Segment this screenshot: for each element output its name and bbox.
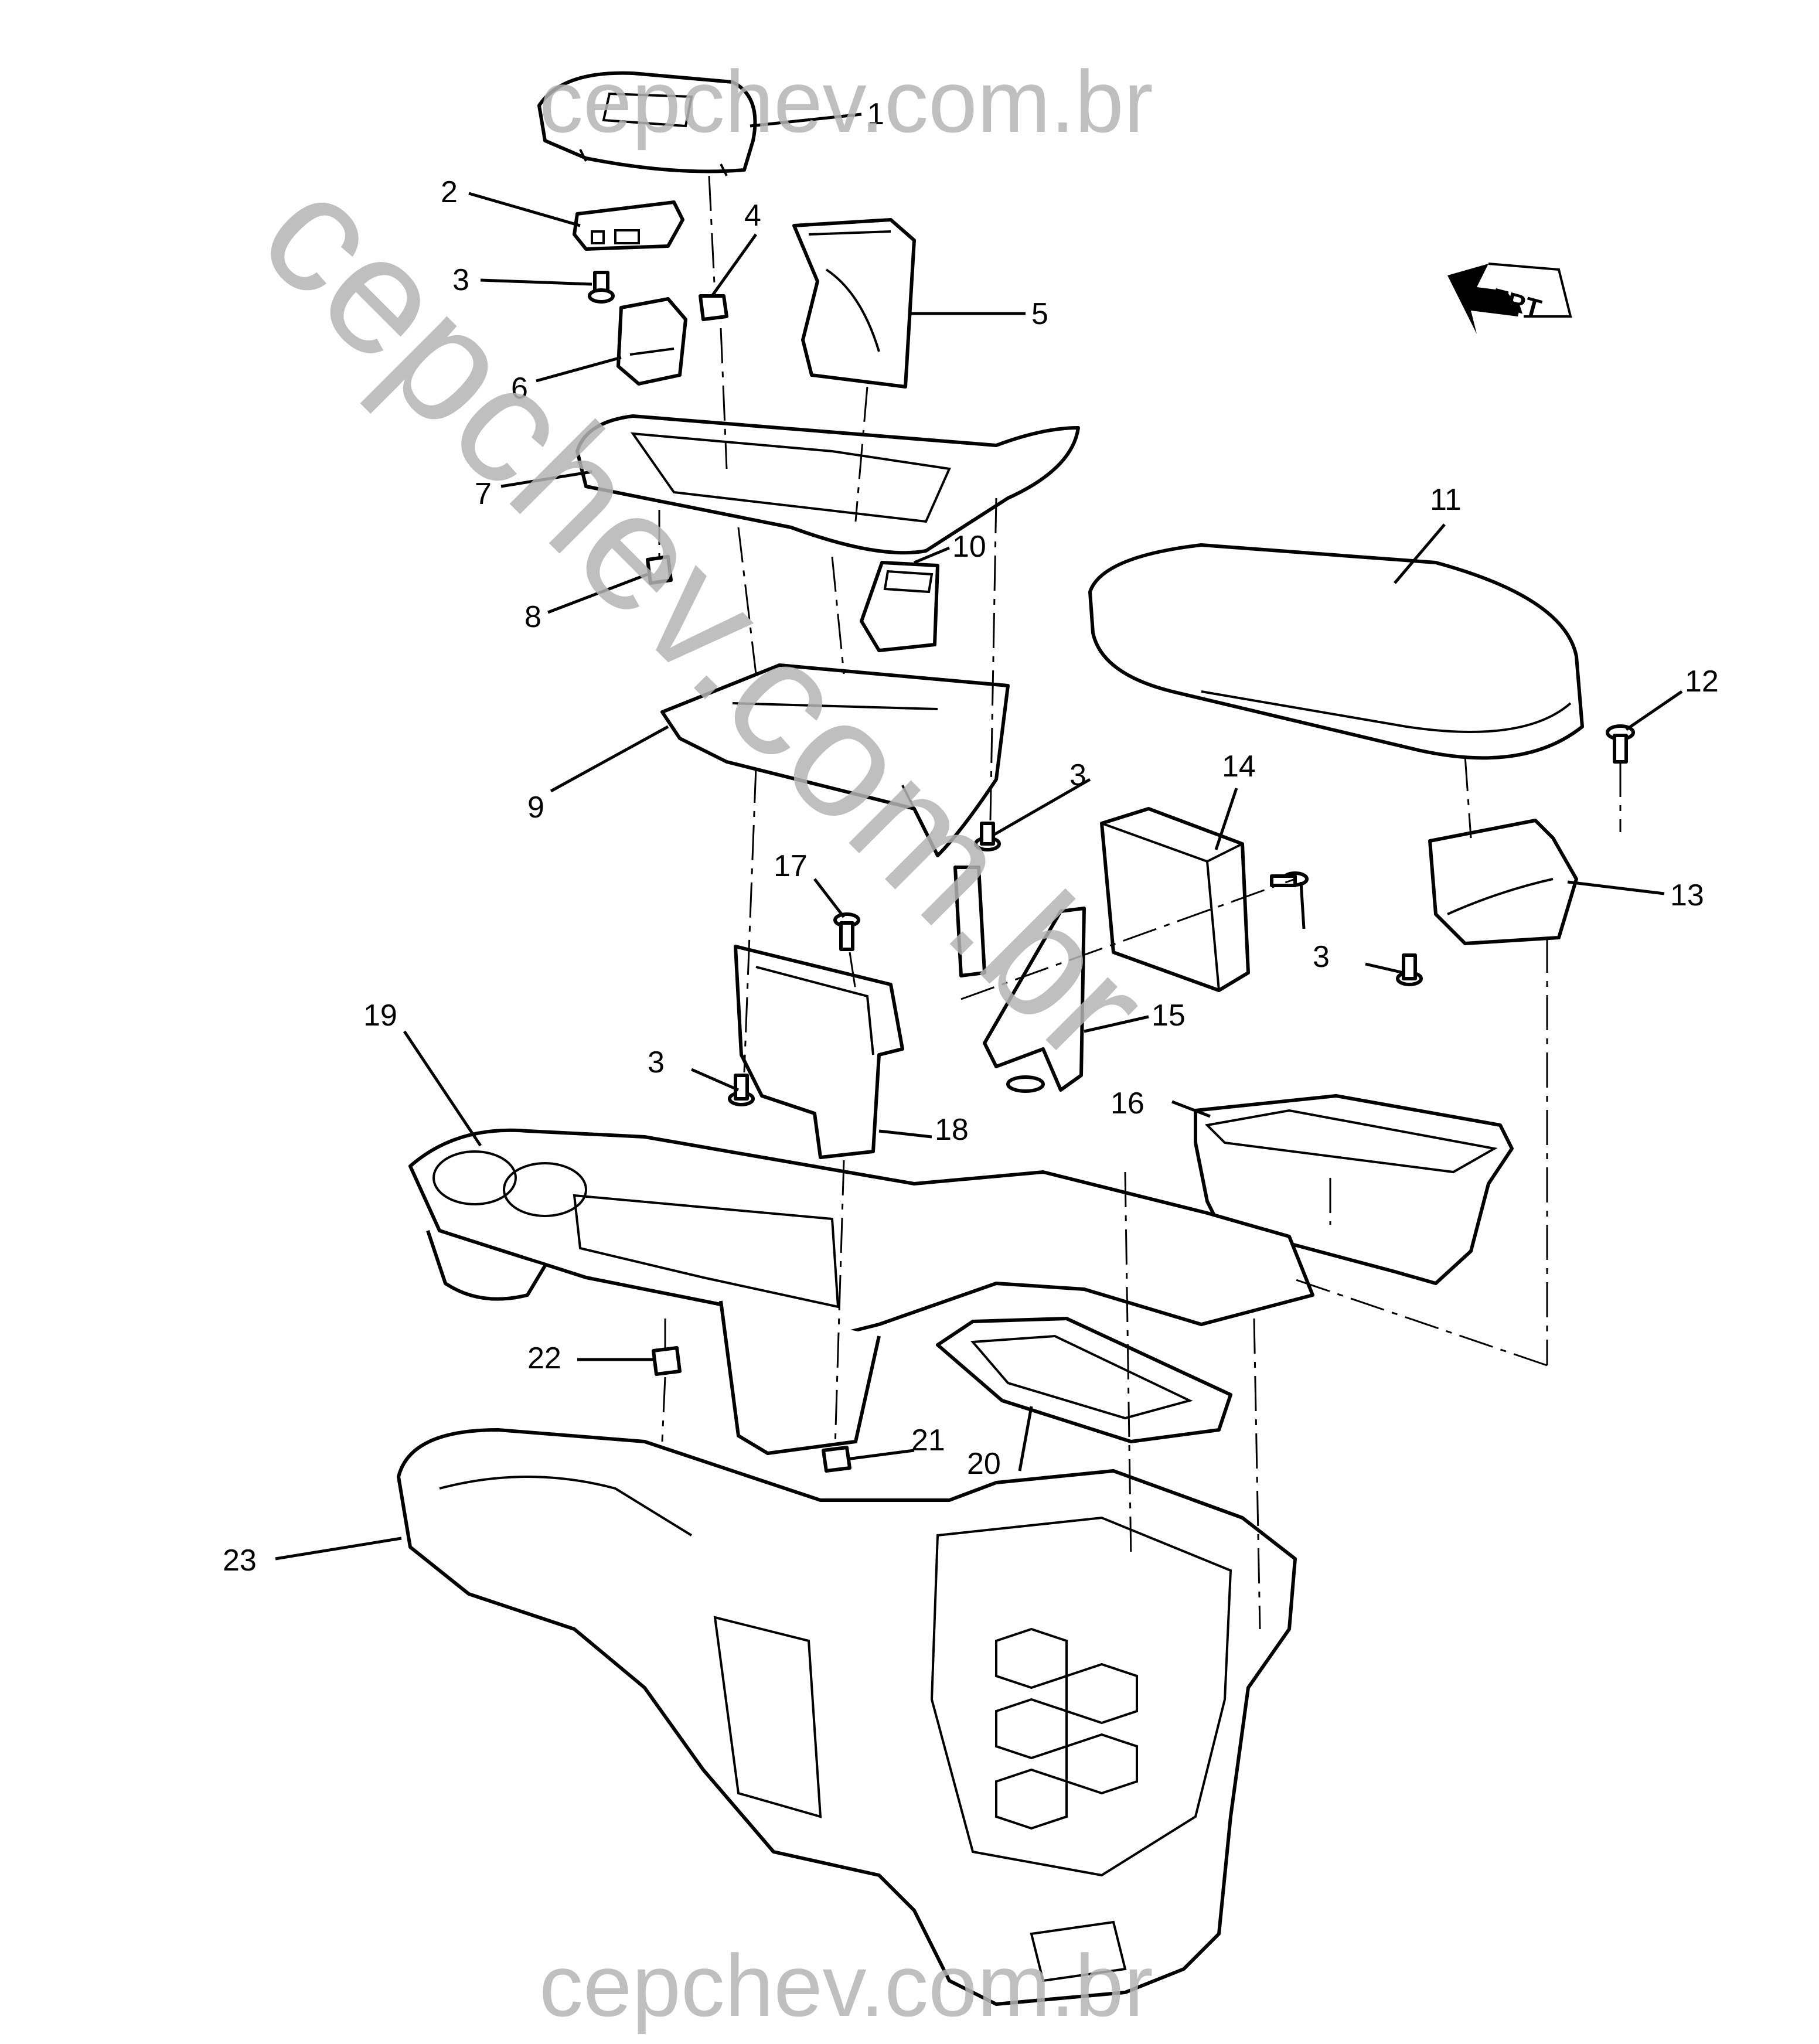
- callout-8: 8: [524, 600, 541, 634]
- part-3-screw-upper-left: [588, 271, 615, 304]
- part-3-screw-lower: [728, 1074, 755, 1106]
- callout-labels: 1 2 3 4 5 6 7 8 10 9 11 12 13 14 3 3 15 …: [223, 97, 1719, 1578]
- watermark-bottom: cepchev.com.br: [539, 1936, 1153, 2035]
- callout-1: 1: [867, 97, 884, 131]
- front-orientation-indicator: FRT: [1447, 263, 1572, 334]
- part-7-console-trim-plate: [575, 414, 1080, 555]
- part-14-module: [1100, 807, 1250, 992]
- callout-13: 13: [1670, 878, 1704, 912]
- part-18-housing: [734, 945, 904, 1159]
- callout-9: 9: [527, 791, 544, 825]
- callout-10: 10: [952, 530, 986, 564]
- callout-17: 17: [774, 849, 808, 883]
- callout-3d: 3: [648, 1045, 665, 1079]
- part-11-armrest: [1088, 543, 1584, 760]
- callout-3: 3: [452, 263, 469, 297]
- callout-16: 16: [1111, 1086, 1144, 1120]
- callout-7: 7: [475, 477, 492, 511]
- alignment-lines: [658, 175, 1622, 1630]
- part-12-screw: [1606, 724, 1635, 764]
- part-5-bezel-insert: [792, 218, 916, 389]
- callout-5: 5: [1031, 297, 1048, 331]
- part-22-clip: [652, 1346, 682, 1376]
- part-3-screw-latch: [1396, 953, 1423, 986]
- part-6-switch: [616, 297, 687, 386]
- callout-4: 4: [744, 199, 761, 233]
- part-10-switch: [860, 561, 939, 652]
- callout-6: 6: [511, 372, 528, 406]
- callout-20: 20: [967, 1447, 1001, 1481]
- part-2-switch-bracket: [573, 200, 684, 251]
- part-19-console-upper-panel: [408, 1128, 1314, 1455]
- callout-3c: 3: [1313, 940, 1330, 974]
- part-13-latch-assembly: [1428, 819, 1578, 945]
- part-17-screw: [833, 912, 860, 951]
- watermark-diagonal: cepchev.com.br: [226, 139, 1183, 1096]
- callout-12: 12: [1685, 665, 1719, 699]
- callout-22: 22: [527, 1341, 561, 1375]
- callout-15: 15: [1152, 999, 1186, 1033]
- watermark-top: cepchev.com.br: [539, 52, 1153, 151]
- part-4-clip: [699, 294, 728, 321]
- part-15-bracket: [953, 866, 1086, 1093]
- callout-14: 14: [1222, 750, 1256, 783]
- leader-lines: [275, 113, 1683, 1561]
- callout-21: 21: [911, 1423, 945, 1457]
- callout-3b: 3: [1069, 758, 1086, 792]
- callout-23: 23: [223, 1544, 257, 1578]
- part-23-console-lower-housing: [397, 1428, 1297, 2006]
- part-21-clip: [822, 1446, 851, 1473]
- part-8-clip: [646, 555, 673, 585]
- callout-18: 18: [935, 1113, 969, 1147]
- part-20-tray-mat: [936, 1317, 1232, 1443]
- part-9-trim-bracket: [660, 663, 1010, 857]
- part-1-shifter-trim-cover: [537, 71, 757, 176]
- callout-19: 19: [363, 999, 397, 1033]
- callout-11: 11: [1430, 483, 1462, 517]
- front-arrow-icon: [1447, 263, 1572, 334]
- callout-2: 2: [441, 175, 458, 209]
